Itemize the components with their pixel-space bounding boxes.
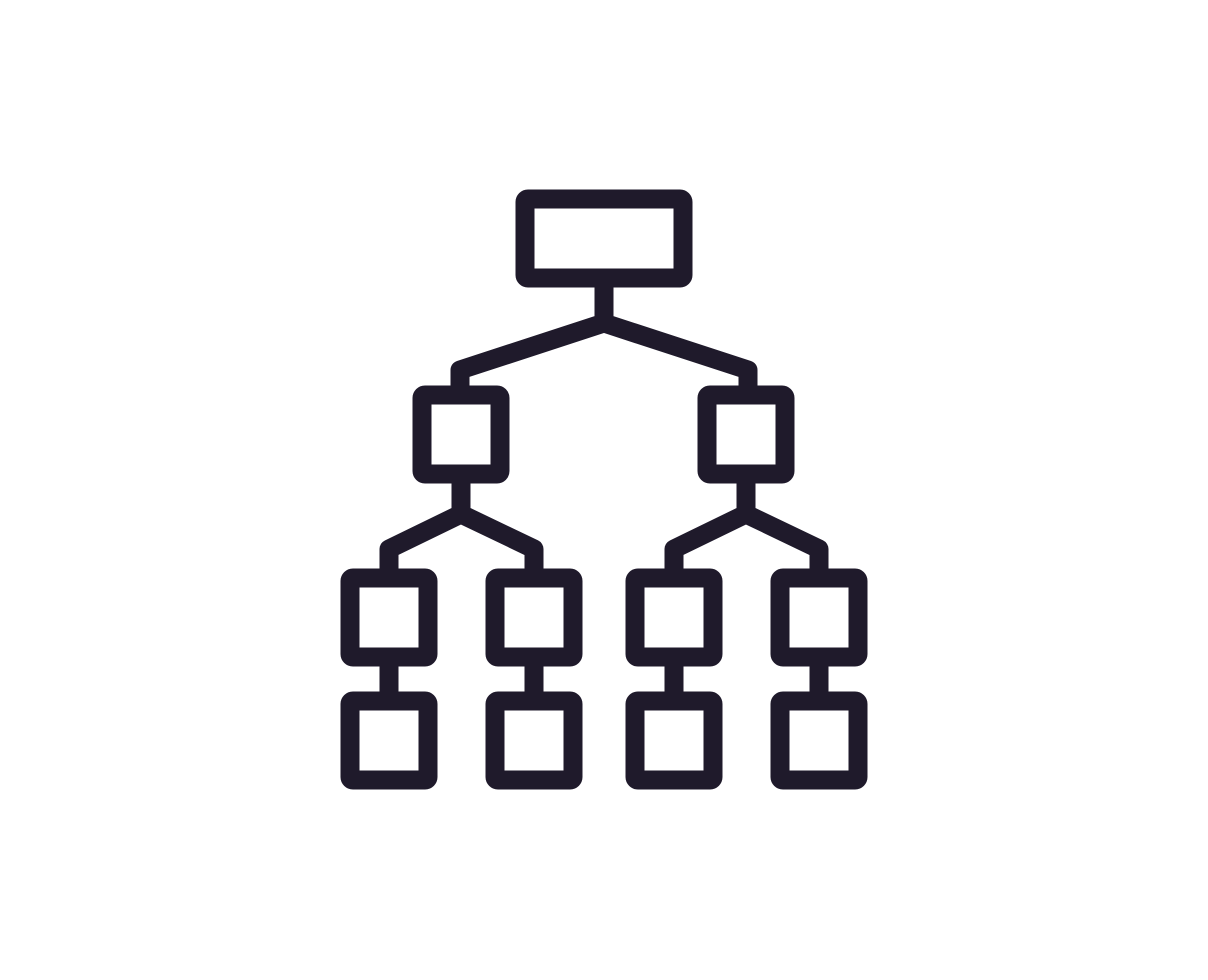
level4-node-1 bbox=[340, 691, 438, 790]
root-connector bbox=[450, 278, 758, 395]
level3-node-2 bbox=[485, 568, 583, 667]
root-node bbox=[515, 189, 693, 288]
right-branch-connector bbox=[664, 474, 829, 578]
level3-node-1 bbox=[340, 568, 438, 667]
level4-node-2 bbox=[485, 691, 583, 790]
level4-node-3 bbox=[625, 691, 723, 790]
level3-node-4 bbox=[770, 568, 868, 667]
level4-node-4 bbox=[770, 691, 868, 790]
level3-node-3 bbox=[625, 568, 723, 667]
level2-node-right bbox=[697, 385, 795, 484]
level2-node-left bbox=[412, 385, 510, 484]
left-branch-connector bbox=[379, 474, 544, 578]
